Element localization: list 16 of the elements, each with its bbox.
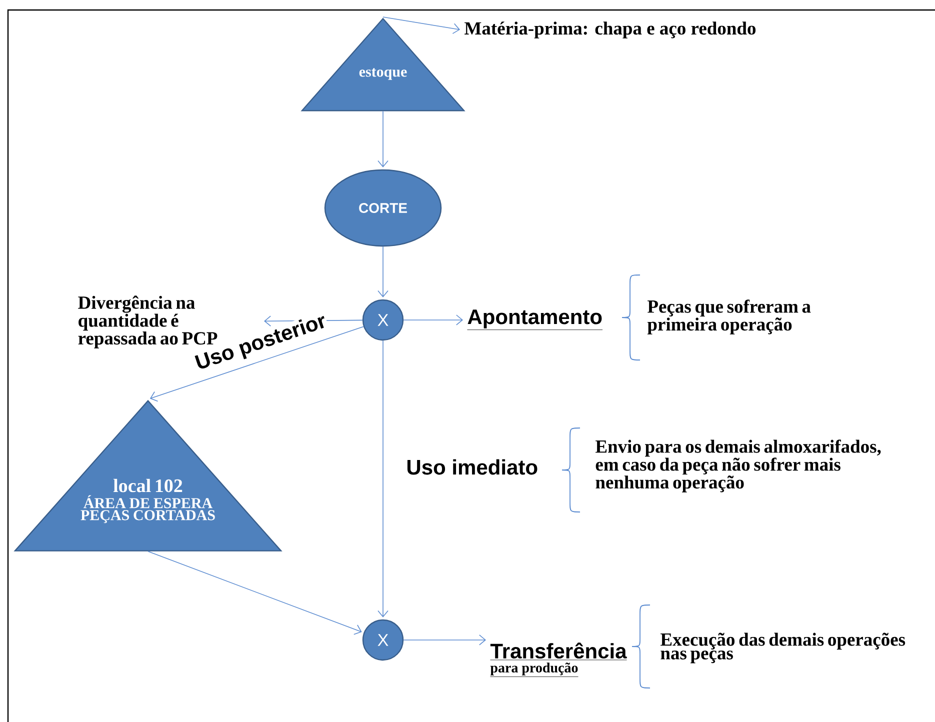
arrow — [148, 551, 362, 635]
ellipse-node: CORTE — [324, 169, 442, 247]
text-label: Uso imediato — [407, 459, 538, 475]
description-text: Peças que sofreram a primeira operação — [647, 300, 811, 334]
description-text: Envio para os demais almoxarifados, em caso da peça não sofrer mais nenhuma operação — [596, 440, 881, 492]
arrow — [403, 314, 463, 326]
text-label: Apontamento — [467, 310, 603, 330]
arrow — [378, 246, 388, 298]
description-text: Execução das demais operações nas peças — [660, 632, 906, 664]
text-label: Transferência para produção — [490, 642, 627, 677]
arrow — [403, 634, 486, 646]
arrow — [382, 16, 460, 34]
text-label: Matéria-prima: chapa e aço redondo — [464, 22, 756, 38]
arrow — [378, 110, 388, 168]
arrow — [378, 340, 388, 618]
arrow — [150, 326, 364, 402]
